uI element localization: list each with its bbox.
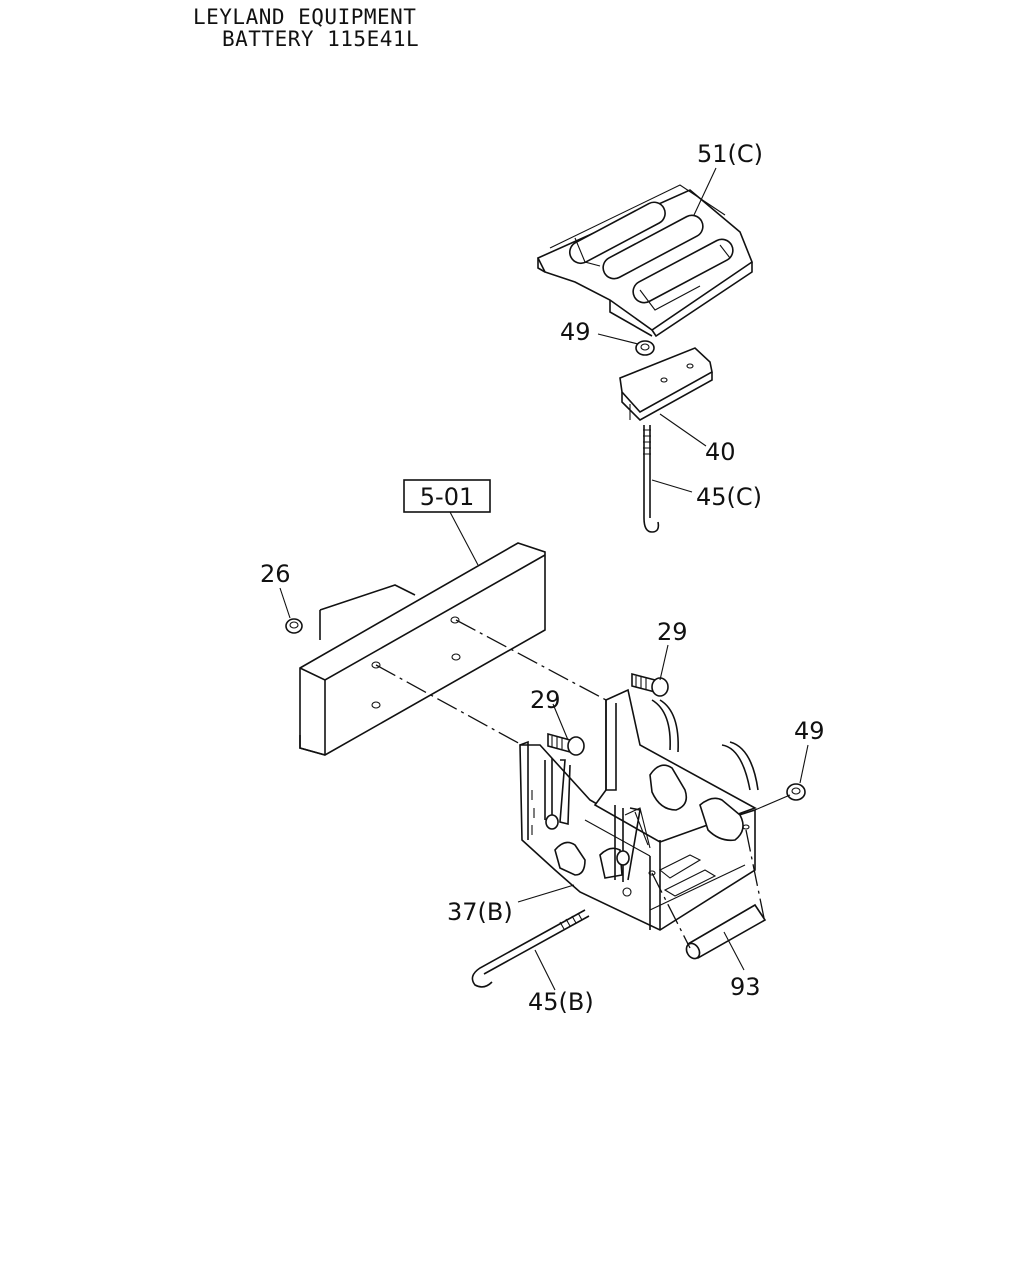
callout-29-upper: 29 [657, 618, 688, 646]
callout-93: 93 [730, 973, 761, 1001]
battery-hold-down-frame [536, 184, 753, 338]
chassis-frame-rail [299, 542, 546, 756]
callout-37b: 37(B) [447, 898, 513, 926]
callout-49-top: 49 [560, 318, 591, 346]
callout-45c: 45(C) [696, 483, 762, 511]
callout-29-lower: 29 [530, 686, 561, 714]
bolt-29-upper [631, 672, 669, 697]
callout-26: 26 [260, 560, 291, 588]
battery-tray-37b [519, 688, 759, 931]
callout-40: 40 [705, 438, 736, 466]
leader-lines [279, 167, 809, 991]
diagram-subtitle: BATTERY 115E41L [222, 27, 420, 51]
nut-49-right [786, 783, 806, 801]
reference-box-frame [403, 479, 491, 513]
callout-45b: 45(B) [528, 988, 594, 1016]
bolt-29-lower [547, 732, 585, 756]
hook-rod-45c [643, 425, 660, 533]
callout-51c: 51(C) [697, 140, 763, 168]
diagram-title: LEYLAND EQUIPMENT [193, 5, 417, 29]
reference-box-label: 5-01 [420, 483, 474, 511]
alignment-lines [375, 619, 765, 949]
callout-49-right: 49 [794, 717, 825, 745]
nut-49-top [635, 340, 655, 356]
hook-rod-45b [471, 909, 590, 988]
nut-26 [285, 618, 303, 634]
clamp-plate-40 [619, 347, 713, 421]
